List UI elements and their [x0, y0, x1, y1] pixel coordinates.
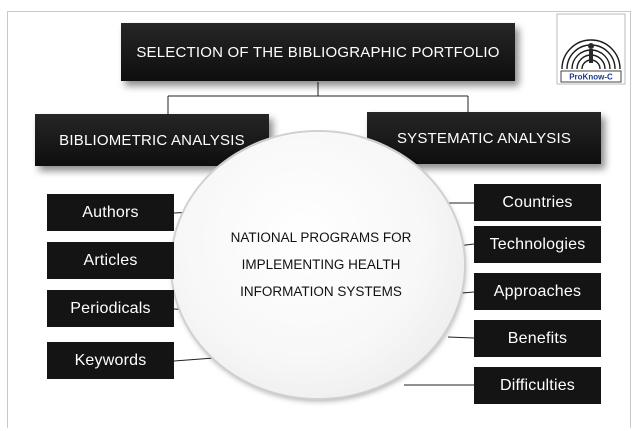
- logo-text: ProKnow-C: [569, 73, 613, 82]
- left-item-label: Authors: [82, 203, 139, 221]
- right-item-label: Approaches: [493, 282, 582, 300]
- left-item-periodicals: Periodicals: [47, 290, 174, 327]
- left-item-label: Periodicals: [70, 299, 151, 317]
- center-circle-text: NATIONAL PROGRAMS FOR IMPLEMENTING HEALT…: [212, 224, 430, 305]
- left-item-authors: Authors: [47, 194, 174, 231]
- right-item-technologies: Technologies: [474, 226, 601, 263]
- left-item-label: Articles: [83, 251, 138, 269]
- center-line-2: IMPLEMENTING HEALTH: [241, 257, 401, 272]
- bibliometric-analysis-title: BIBLIOMETRIC ANALYSIS: [59, 131, 245, 149]
- systematic-analysis-title: SYSTEMATIC ANALYSIS: [396, 129, 572, 147]
- slide-frame: [7, 11, 631, 428]
- title-box: SELECTION OF THE BIBLIOGRAPHIC PORTFOLIO: [121, 23, 515, 81]
- right-item-benefits: Benefits: [474, 320, 601, 357]
- center-line-1: NATIONAL PROGRAMS FOR: [230, 230, 412, 245]
- center-circle: [172, 132, 464, 398]
- left-item-label: Keywords: [74, 351, 147, 369]
- right-item-label: Difficulties: [499, 376, 576, 394]
- left-item-keywords: Keywords: [47, 342, 174, 379]
- systematic-analysis-box: SYSTEMATIC ANALYSIS: [367, 112, 601, 164]
- proknow-c-logo: ProKnow-C: [556, 13, 626, 90]
- left-item-articles: Articles: [47, 242, 174, 279]
- right-item-label: Benefits: [507, 329, 568, 347]
- title-text: SELECTION OF THE BIBLIOGRAPHIC PORTFOLIO: [136, 43, 500, 61]
- right-item-approaches: Approaches: [474, 273, 601, 310]
- right-item-difficulties: Difficulties: [474, 367, 601, 404]
- right-item-label: Countries: [502, 193, 573, 211]
- right-item-countries: Countries: [474, 184, 601, 221]
- right-item-label: Technologies: [489, 235, 586, 253]
- center-line-3: INFORMATION SYSTEMS: [240, 284, 402, 299]
